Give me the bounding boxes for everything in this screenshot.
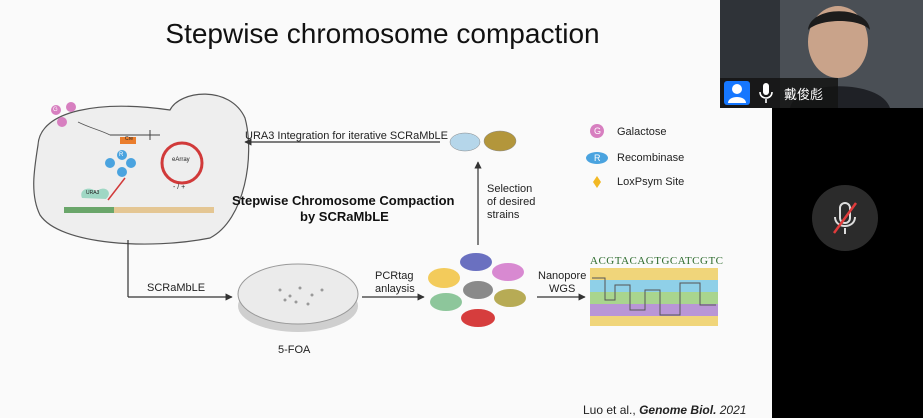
selected-strains-illustration	[449, 130, 517, 152]
recombinase-symbol: R	[119, 152, 124, 158]
center-heading-line2: by SCRaMbLE	[300, 209, 389, 224]
scramble-workflow-diagram	[33, 93, 718, 332]
plus-minus-label: - / +	[173, 184, 186, 191]
galactose-icon	[57, 117, 67, 127]
plate-label: 5-FOA	[278, 344, 311, 356]
citation-authors: Luo et al.,	[583, 403, 636, 417]
ura3-cell-label: URA3	[86, 190, 100, 196]
earray-label: eArray	[172, 157, 190, 163]
scramble-label: SCRaMbLE	[147, 282, 206, 294]
pcrtag-label: PCRtag anlaysis	[375, 270, 415, 296]
pcrtag-line: anlaysis	[375, 283, 415, 295]
selection-line: of desired	[487, 196, 536, 208]
strain-pool-illustration	[428, 253, 526, 327]
nanopore-label: Nanopore WGS	[538, 270, 586, 296]
legend-galactose: Galactose	[617, 126, 667, 138]
microphone-icon[interactable]	[758, 82, 774, 104]
person-icon	[728, 84, 746, 103]
loxpsym-legend-icon	[593, 176, 601, 188]
galactose-icon	[66, 102, 76, 112]
sequence-text: ACGTACAGTGCATCGTC	[590, 255, 724, 267]
galactose-symbol: G	[53, 107, 58, 113]
slide-title: Stepwise chromosome compaction	[165, 18, 600, 49]
citation-year: 2021	[719, 403, 747, 417]
selection-label: Selection of desired strains	[487, 183, 535, 222]
legend-loxpsym: LoxPsym Site	[617, 176, 685, 188]
muted-microphone-button[interactable]	[812, 185, 878, 251]
legend-symbol-g: G	[594, 126, 602, 136]
muted-microphone-icon	[832, 202, 858, 234]
5-foa-plate	[237, 263, 359, 332]
galactose-legend-icon	[590, 124, 604, 138]
participant-name: 戴俊彪	[784, 88, 824, 103]
pcrtag-line: PCRtag	[375, 270, 414, 282]
citation: Luo et al., Genome Biol. 2021	[583, 403, 746, 417]
recombinase-legend-icon	[586, 152, 608, 164]
nanopore-sequencing-traces	[590, 268, 718, 326]
nanopore-line: WGS	[549, 283, 576, 295]
selection-line: Selection	[487, 183, 533, 195]
citation-journal: Genome Biol.	[639, 403, 717, 417]
nanopore-line: Nanopore	[538, 270, 587, 282]
galactose-icon	[51, 105, 61, 115]
selection-line: strains	[487, 209, 520, 221]
center-heading-line1: Stepwise Chromosome Compaction	[232, 193, 455, 208]
cre-label: Cre	[125, 136, 134, 142]
presentation-slide: Stepwise chromosome compaction	[0, 0, 772, 418]
avatar-icon[interactable]	[724, 81, 750, 105]
legend-symbol-r: R	[594, 153, 601, 163]
legend-recombinase: Recombinase	[617, 152, 685, 164]
yeast-cell-illustration	[33, 93, 250, 245]
ura3-integration-label: URA3 Integration for iterative SCRaMbLE	[245, 130, 448, 142]
